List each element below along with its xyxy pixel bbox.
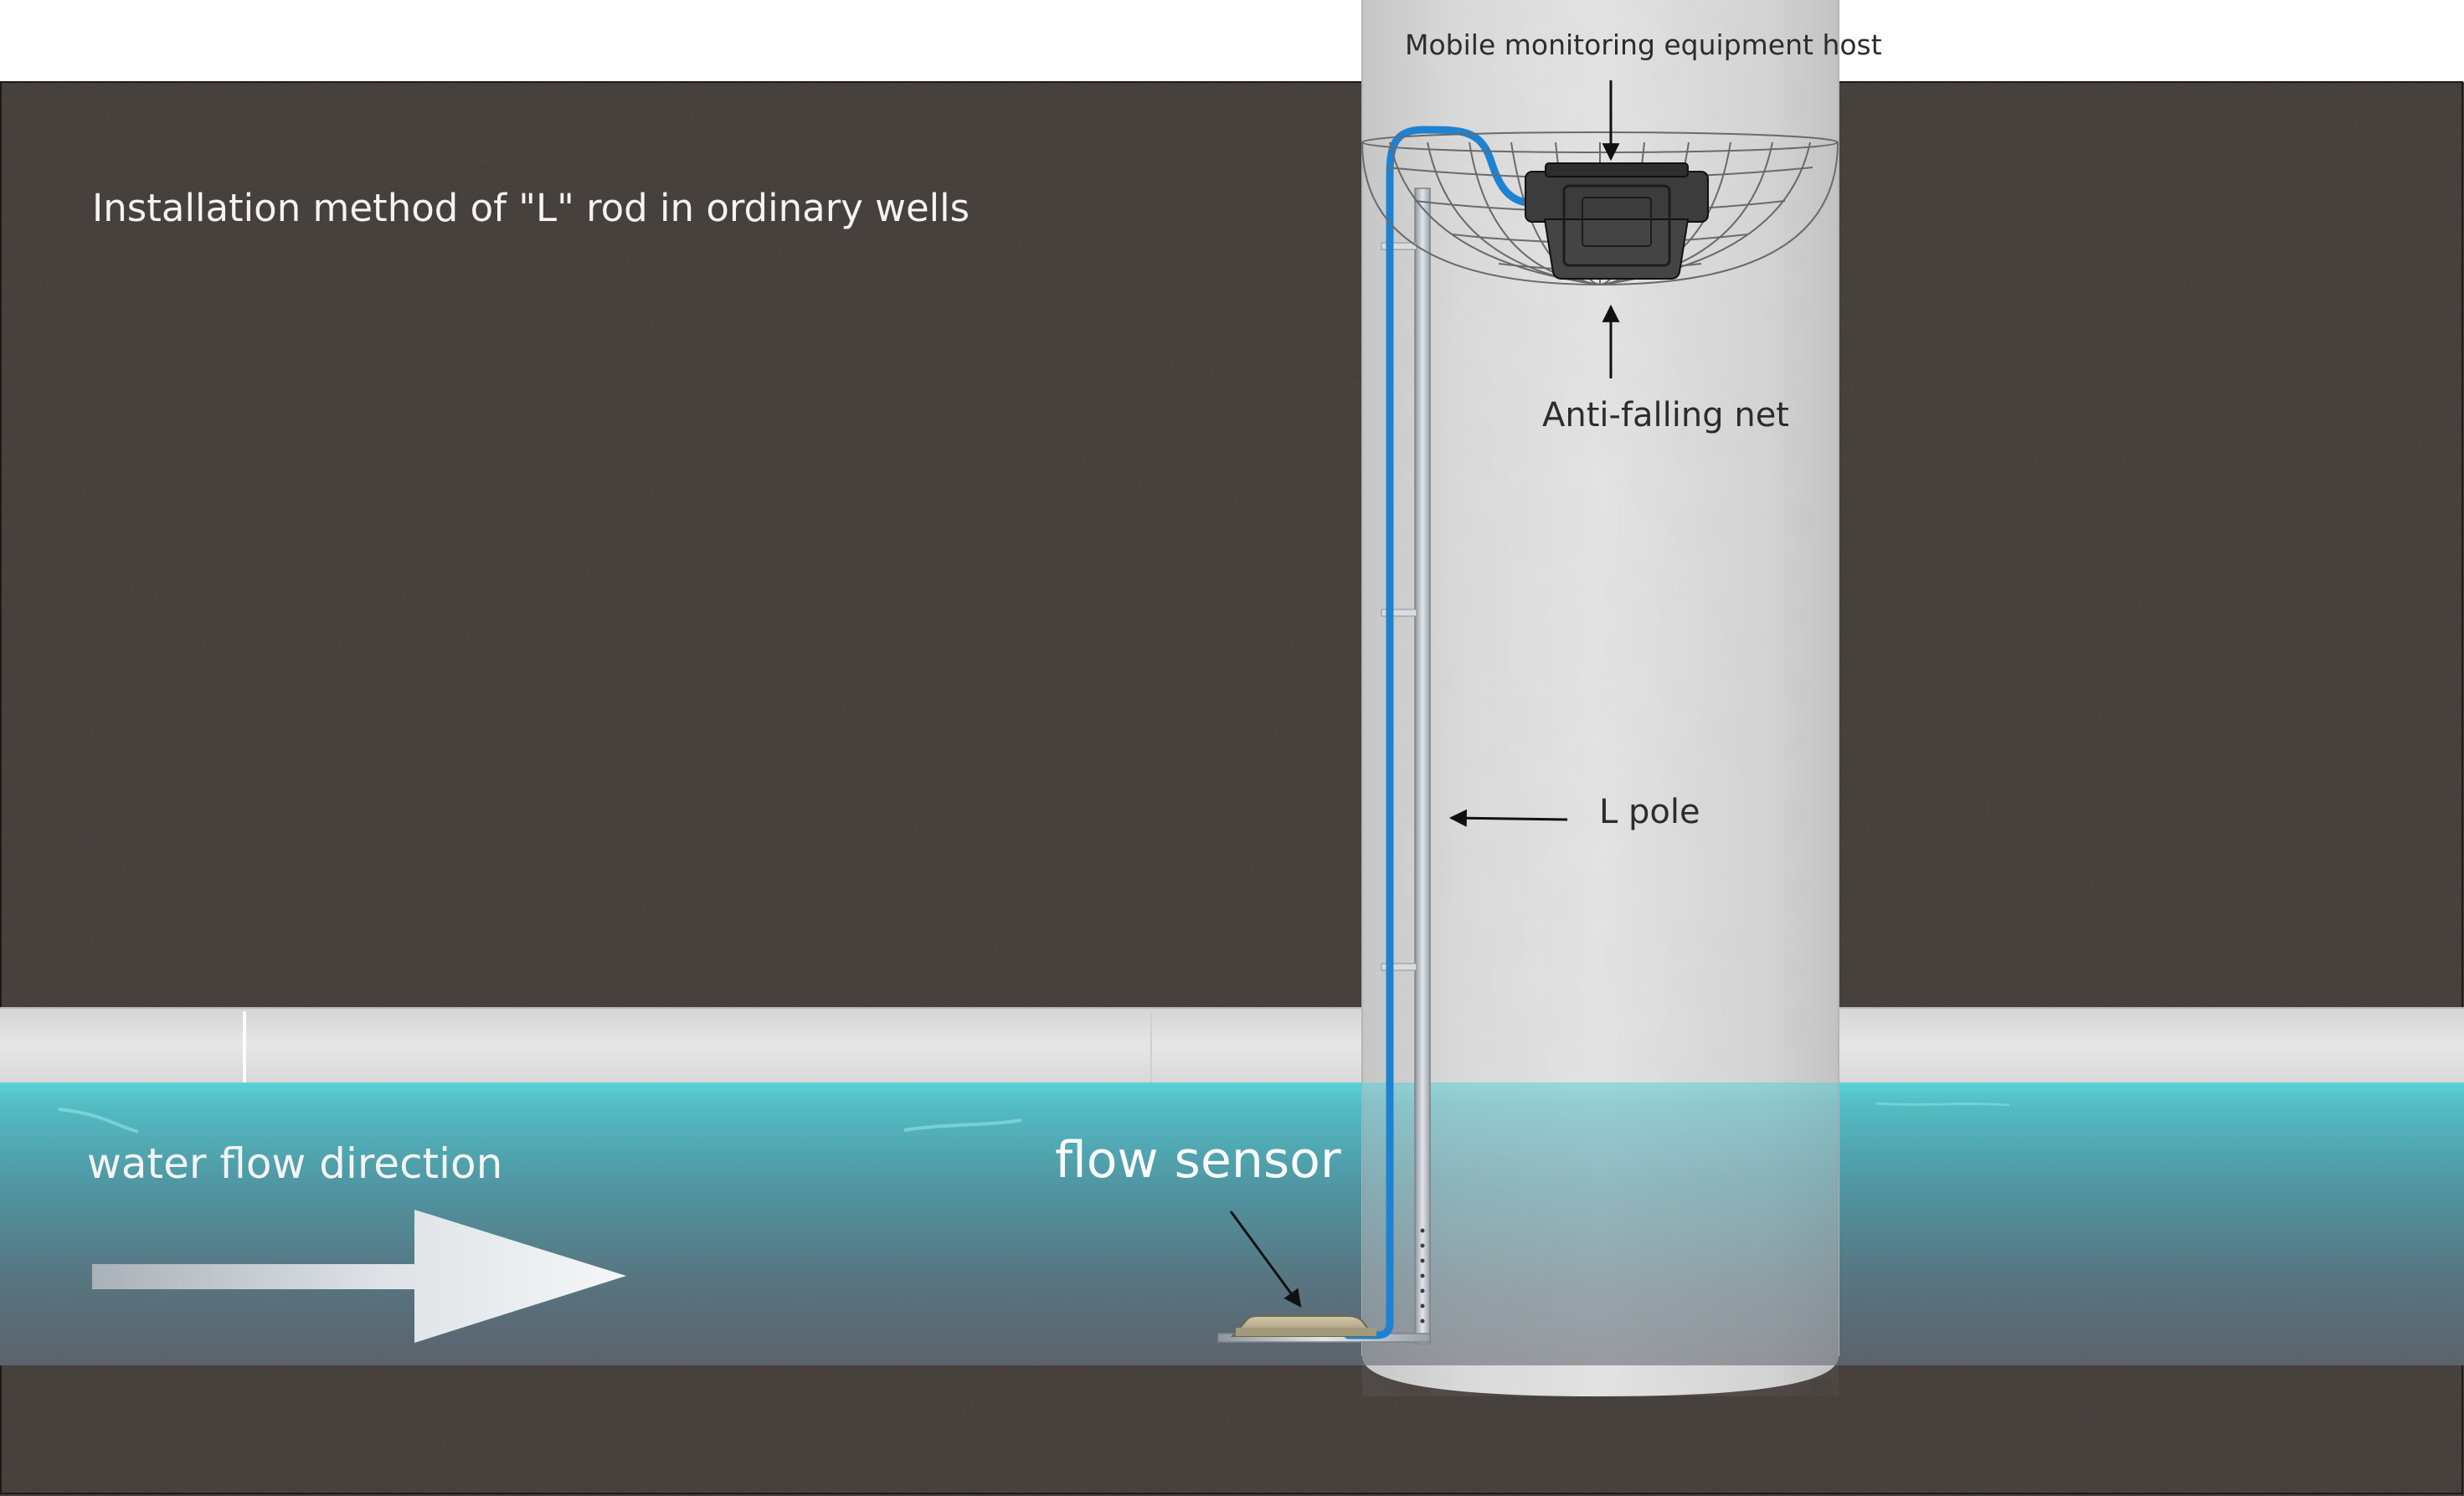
sewer-pipe	[0, 1007, 2464, 1084]
monitoring-host-icon	[1525, 162, 1709, 280]
pole-label: L pole	[1599, 793, 1700, 831]
water-flow	[0, 1082, 2464, 1365]
diagram-title: Installation method of "L" rod in ordina…	[92, 186, 970, 230]
host-label: Mobile monitoring equipment host	[1405, 28, 1882, 61]
flow-direction-arrow	[92, 1210, 626, 1343]
net-label: Anti-falling net	[1542, 396, 1789, 434]
sensor-label: flow sensor	[1055, 1131, 1341, 1190]
flow-sensor-icon	[1230, 1315, 1376, 1337]
pole-pointer-arrow	[1448, 809, 1568, 827]
l-pole	[1217, 188, 1431, 1344]
manhole-well	[1361, 0, 1839, 1396]
sensor-pointer-arrow	[1229, 1211, 1302, 1308]
sensor-cable	[1344, 126, 1540, 1339]
flow-direction-label: water flow direction	[87, 1139, 503, 1188]
